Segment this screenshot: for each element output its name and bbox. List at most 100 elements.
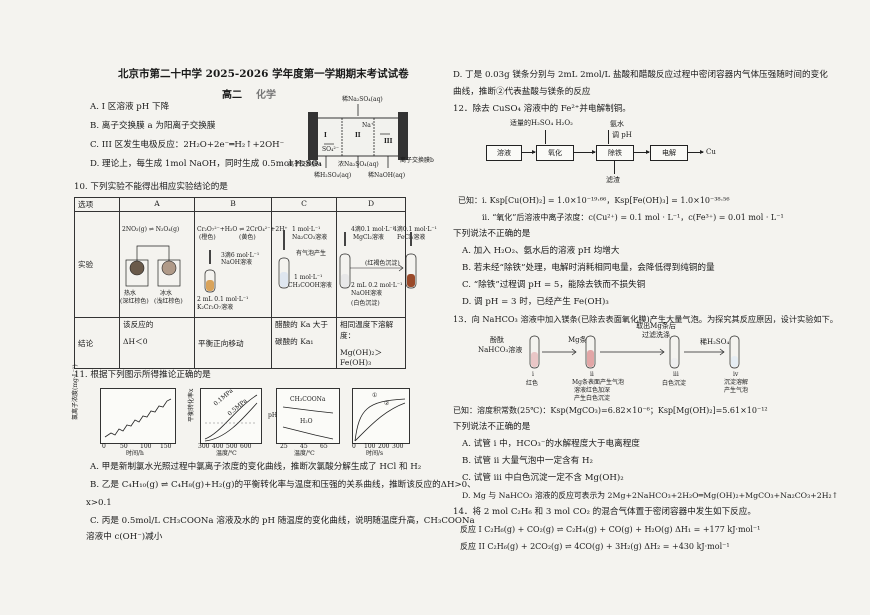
chart-conversion-svg — [204, 394, 258, 442]
d-label-white: (白色沉淀) — [351, 300, 380, 307]
q11-option-c-cont: 溶液中 c(OH⁻)减小 — [86, 532, 163, 542]
q13-tubes-svg — [529, 335, 740, 369]
cell-c-experiment: 1 mol·L⁻¹ Na₂CO₃溶液 有气泡产生 1 mol·L⁻¹ CH₃CO… — [271, 211, 337, 318]
a-label-hot: 热水 — [124, 290, 137, 297]
flow-box-electrolysis: 电解 — [650, 145, 688, 161]
q13-option-b: B. 试管 ii 大量气泡中一定含有 H₂ — [462, 456, 593, 466]
b-tube — [204, 250, 216, 293]
d-conclusion-2: Mg(OH)₂＞Fe(OH)₃ — [340, 348, 383, 367]
flow-arrow-down-3 — [614, 160, 615, 174]
table-header-b: B — [194, 197, 272, 212]
q13-known: 已知：溶度积常数(25℃)：Ksp(MgCO₃)=6.82×10⁻⁶；Ksp[M… — [453, 406, 768, 415]
a-conclusion-2: ΔH＜0 — [123, 337, 148, 346]
row-label-experiment: 实验 — [74, 211, 120, 318]
c-label-acetic: CH₃COOH溶液 — [288, 282, 332, 289]
sulfate-ion-label: SO₄²⁻ — [322, 146, 340, 153]
q12-option-c: C. “除铁”过程调 pH = 5，能除去铁而不损失铜 — [462, 280, 646, 290]
c-label-bubbles: 有气泡产生 — [296, 250, 327, 257]
q11-stem: 11. 根据下列图示所得推论正确的是 — [74, 370, 211, 380]
chart-ph-ylabel: pH — [268, 412, 278, 419]
q13-solution: NaHCO₃溶液 — [478, 346, 523, 354]
b-label-drops: 3滴6 mol·L⁻¹ — [221, 252, 260, 259]
chart-ph-xlabel: 温度/℃ — [294, 450, 315, 457]
chart-conversion-tick-3: 600 — [240, 443, 252, 450]
d-label-drops1: 4滴0.1 mol·L⁻¹ — [351, 226, 395, 233]
b-color-yellow: (黄色) — [239, 234, 256, 241]
q12-known-1: 已知：i. Ksp[Cu(OH)₂] = 1.0×10⁻¹⁹·⁶⁶，Ksp[Fe… — [458, 196, 730, 205]
a-equation: 2NO₂(g) ⇌ N₂O₄(g) — [122, 226, 180, 233]
chart-pressure — [352, 388, 410, 444]
q13-t4-result-1: 沉淀溶解 — [724, 379, 749, 386]
flow-reagents-2: 氨水 — [610, 120, 624, 128]
q12-known-2: ii. “氧化”后溶液中离子浓度：c(Cu²⁺) = 0.1 mol · L⁻¹… — [482, 213, 784, 222]
cell-d-conclusion: 相同温度下溶解度：Mg(OH)₂＞Fe(OH)₃ — [336, 317, 406, 369]
d-label-mgcl2: MgCl₂溶液 — [353, 234, 384, 241]
q13-acid: 稀H₂SO₄ — [700, 338, 730, 346]
chart-conversion-tick-0: 300 — [198, 443, 210, 450]
a-label-ice: 冰水 — [160, 290, 173, 297]
grade-label: 高二 — [222, 90, 242, 101]
q12-stem: 12．除去 CuSO₄ 溶液中的 Fe²⁺并电解制铜。 — [453, 104, 631, 114]
na-ion-label: Na⁺ — [362, 122, 374, 129]
chart-chloride-svg — [104, 398, 172, 438]
q13-t1-result: 红色 — [526, 380, 539, 387]
chart-ph-series-2: H₂O — [300, 418, 313, 425]
chart-ph-tick-1: 45 — [300, 443, 308, 450]
d-label-redbrown: (红褐色沉淀) — [365, 260, 400, 267]
q13-prompt: 下列说法不正确的是 — [453, 422, 531, 432]
a-conclusion-1: 该反应的 — [123, 320, 154, 329]
chart-pressure-tick-3: 300 — [392, 443, 404, 450]
chart-conversion-tick-1: 400 — [212, 443, 224, 450]
q14-reaction-1: 反应 I C₂H₆(g) + CO₂(g) ⇌ C₂H₄(g) + CO(g) … — [460, 525, 761, 534]
q13-t2-result-2: 溶液红色加深 — [574, 387, 611, 394]
chart-pressure-series-1: ① — [372, 392, 378, 399]
chart-ph-series-1: CH₃COONa — [290, 396, 326, 403]
q11-option-b-cont: x>0.1 — [86, 498, 112, 508]
flow-arrow-down-1 — [545, 130, 546, 144]
chart-chloride-tick-0: 0 — [102, 443, 106, 450]
cell-label-top: 稀Na₂SO₄(aq) — [342, 96, 383, 103]
b-label-k2cr2o7: K₂Cr₂O₇溶液 — [197, 304, 234, 311]
cell-b-experiment: Cr₂O₇²⁻+H₂O ⇌ 2CrO₄²⁻+2H⁺ (橙色) (黄色) 3滴6 … — [194, 211, 288, 318]
chart-pressure-series-2: ② — [384, 400, 390, 407]
q13-stem: 13．向 NaHCO₃ 溶液中加入镁条(已除去表面氧化膜)产生大量气泡。为探究其… — [453, 314, 838, 324]
cell-svg — [308, 104, 408, 168]
c-label-na2co3: Na₂CO₃溶液 — [292, 234, 328, 241]
q12-option-a: A. 加入 H₂O₂、氨水后的溶液 pH 均增大 — [462, 246, 620, 256]
chart-chloride-ylabel: 氯离子浓度(mg·L⁻¹) — [72, 364, 79, 420]
c-tube — [278, 230, 290, 289]
cell-d-experiment: 4滴0.1 mol·L⁻¹ MgCl₂溶液 4滴0.1 mol·L⁻¹ FeCl… — [336, 211, 437, 318]
subject-label: 化学 — [256, 90, 276, 101]
chart-conversion-ylabel: 平衡转化率x — [188, 388, 195, 422]
cell-a-conclusion: 该反应的 ΔH＜0 — [119, 317, 195, 369]
chart-chloride-tick-2: 100 — [140, 443, 152, 450]
q13-tube-iv: iv — [733, 371, 739, 378]
chart-pressure-tick-0: 0 — [352, 443, 356, 450]
flow-arrow-down-2 — [608, 130, 609, 144]
exam-title: 北京市第二十中学 2025-2026 学年度第一学期期末考试试卷 — [118, 68, 409, 80]
q10-table: 选项 A B C D 实验 2NO₂(g) ⇌ N₂O₄(g) 热水 (深红棕色… — [74, 197, 437, 369]
q11-option-d-cont: 曲线，推断②代表盐酸与镁条的反应 — [453, 87, 591, 97]
c-label-conc1: 1 mol·L⁻¹ — [292, 226, 321, 233]
q13-phenol: 酚酞 — [490, 336, 504, 344]
c-conclusion-1: 醋酸的 Ka 大于 — [275, 320, 328, 329]
flow-product-cu: Cu — [706, 148, 716, 156]
b-equation: Cr₂O₇²⁻+H₂O ⇌ 2CrO₄²⁻+2H⁺ — [197, 226, 288, 233]
flow-reagents-1: 适量的H₂SO₄ H₂O₂ — [510, 119, 573, 127]
q10-stem: 10. 下列实验不能得出相应实验结论的是 — [74, 182, 228, 192]
d-label-drops2: 4滴0.1 mol·L⁻¹ — [393, 226, 437, 233]
chart-ph-svg — [282, 406, 334, 440]
q13-t2-result-1: Mg条表面产生气泡 — [572, 379, 624, 386]
bottom-right-label: 稀NaOH(aq) — [368, 172, 406, 179]
b-color-orange: (橙色) — [199, 234, 216, 241]
c-label-conc2: 1 mol·L⁻¹ — [294, 274, 323, 281]
q14-reaction-2: 反应 II C₂H₆(g) + 2CO₂(g) ⇌ 4CO(g) + 3H₂(g… — [460, 542, 730, 551]
q12-option-b: B. 若未经“除铁”处理，电解时消耗相同电量，会降低得到纯铜的量 — [462, 263, 715, 273]
chart-chloride-xlabel: 时间/h — [126, 450, 144, 457]
chart-ph-tick-0: 25 — [280, 443, 288, 450]
q13-t4-result-2: 产生气泡 — [724, 387, 749, 394]
a-apparatus — [125, 245, 181, 287]
electrolysis-cell-diagram: 稀Na₂SO₄(aq) I II III Na⁺ SO₄²⁻ — [296, 96, 416, 178]
cell-c-conclusion: 醋酸的 Ka 大于碳酸的 Ka₁ — [271, 317, 337, 369]
region-label-1: I — [324, 132, 327, 139]
